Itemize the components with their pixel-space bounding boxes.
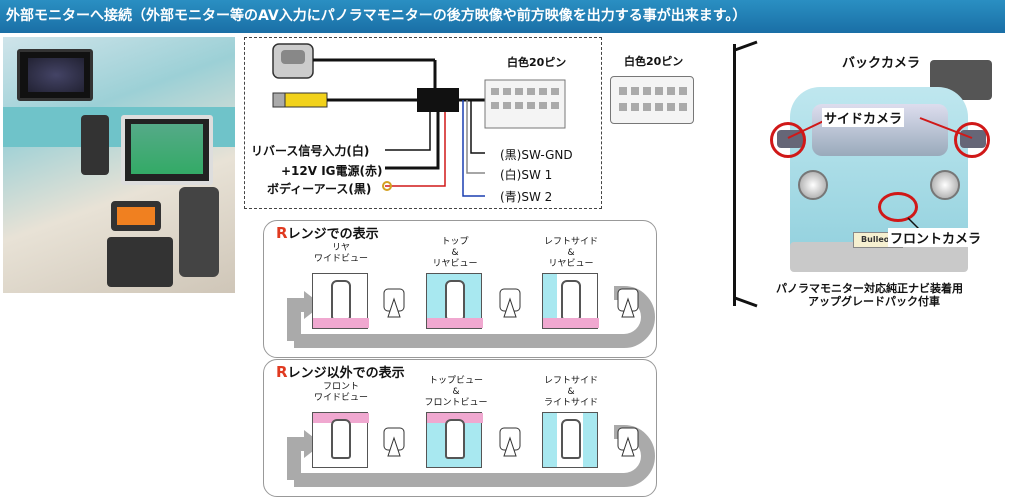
r-view-top-rear — [426, 273, 483, 329]
dashboard-photo — [3, 37, 235, 293]
car-top-icon — [331, 419, 351, 459]
hand-icon — [499, 288, 521, 318]
external-monitor — [17, 49, 93, 101]
other-view-front-wide — [312, 412, 369, 468]
control-panel — [107, 237, 173, 287]
r-letter: R — [276, 363, 288, 381]
other-range-title-text: レンジ以外での表示 — [287, 366, 405, 381]
other-view-label-3: レフトサイド & ライトサイド — [543, 376, 598, 408]
switch-2-label: (青)SW 2 — [500, 190, 553, 204]
other-range-title: Rレンジ以外での表示 — [276, 362, 405, 381]
front-highlight — [313, 413, 369, 423]
shift-lever — [179, 187, 219, 277]
front-highlight — [427, 413, 483, 423]
wiring-diagram: 白色20ピン リバース信号入力(白) +12V IG電源(赤) ボディーアース(… — [244, 37, 602, 209]
side-camera-circle-left — [770, 122, 806, 158]
left-highlight — [543, 274, 557, 320]
switch-gnd-label: (黒)SW-GND — [500, 148, 573, 162]
car-top-icon — [445, 419, 465, 459]
other-view-label-2: トップビュー & フロントビュー — [424, 376, 488, 408]
wire-ground-label: ボディーアース(黒) — [267, 182, 372, 196]
connector-2-pins — [619, 87, 687, 111]
other-view-left-right — [542, 412, 598, 468]
climate-display — [111, 201, 161, 231]
camera-pointer-lines — [787, 117, 973, 231]
side-camera-circle-right — [954, 122, 990, 158]
car-illustration: Bulleon バックカメラ サイドカメラ フロントカメラ パノラマモニター対応… — [760, 42, 1010, 308]
navigation-unit — [121, 115, 213, 185]
air-vent — [81, 115, 109, 175]
bracket-ends — [734, 40, 758, 308]
car-top-icon — [445, 280, 465, 320]
bracket-line — [733, 44, 737, 306]
left-headlight — [798, 170, 828, 200]
car-top-icon — [561, 280, 581, 320]
side-camera-label: サイドカメラ — [822, 108, 905, 127]
r-view-label-2: トップ & リヤビュー — [432, 237, 478, 269]
rear-highlight — [543, 318, 599, 328]
r-range-panel: Rレンジでの表示 リヤ ワイドビュー トップ & リヤビュー レフトサイド & … — [263, 220, 657, 358]
front-camera-label: フロントカメラ — [888, 228, 984, 247]
wire-reverse-label: リバース信号入力(白) — [251, 144, 370, 158]
switch-1-label: (白)SW 1 — [500, 168, 553, 182]
hand-icon — [383, 427, 405, 457]
r-range-title: Rレンジでの表示 — [276, 223, 379, 242]
other-view-top-front — [426, 412, 483, 468]
car-caption-line2: アップグレードパック付車 — [808, 295, 940, 308]
r-view-rear-wide — [312, 273, 369, 329]
right-highlight — [583, 413, 597, 467]
rear-highlight — [427, 318, 483, 328]
r-view-label-3: レフトサイド & リヤビュー — [543, 237, 598, 269]
wiring-lines — [272, 43, 566, 197]
other-range-panel: Rレンジ以外での表示 フロント ワイドビュー トップビュー & フロントビュー … — [263, 359, 657, 497]
page-header: 外部モニターへ接続（外部モニター等のAV入力にパノラマモニターの後方映像や前方映… — [0, 0, 1005, 33]
car-top-icon — [331, 280, 351, 320]
hand-icon — [617, 427, 639, 457]
connector-label-1: 白色20ピン — [507, 56, 567, 69]
hand-icon — [617, 288, 639, 318]
connector-2 — [610, 76, 694, 124]
left-highlight — [543, 413, 557, 467]
right-headlight — [930, 170, 960, 200]
back-camera-label: バックカメラ — [842, 56, 921, 71]
front-camera-circle — [878, 192, 918, 222]
r-letter: R — [276, 224, 288, 242]
other-view-label-1: フロント ワイドビュー — [313, 382, 368, 403]
rear-highlight — [313, 318, 369, 328]
connector-label-2: 白色20ピン — [624, 55, 684, 68]
r-view-label-1: リヤ ワイドビュー — [313, 243, 368, 264]
hand-icon — [383, 288, 405, 318]
car-top-icon — [561, 419, 581, 459]
car-caption-line1: パノラマモニター対応純正ナビ装着用 — [776, 282, 963, 295]
wire-power-label: +12V IG電源(赤) — [281, 164, 383, 178]
hand-icon — [499, 427, 521, 457]
r-range-title-text: レンジでの表示 — [287, 227, 379, 242]
r-view-left-rear — [542, 273, 599, 329]
